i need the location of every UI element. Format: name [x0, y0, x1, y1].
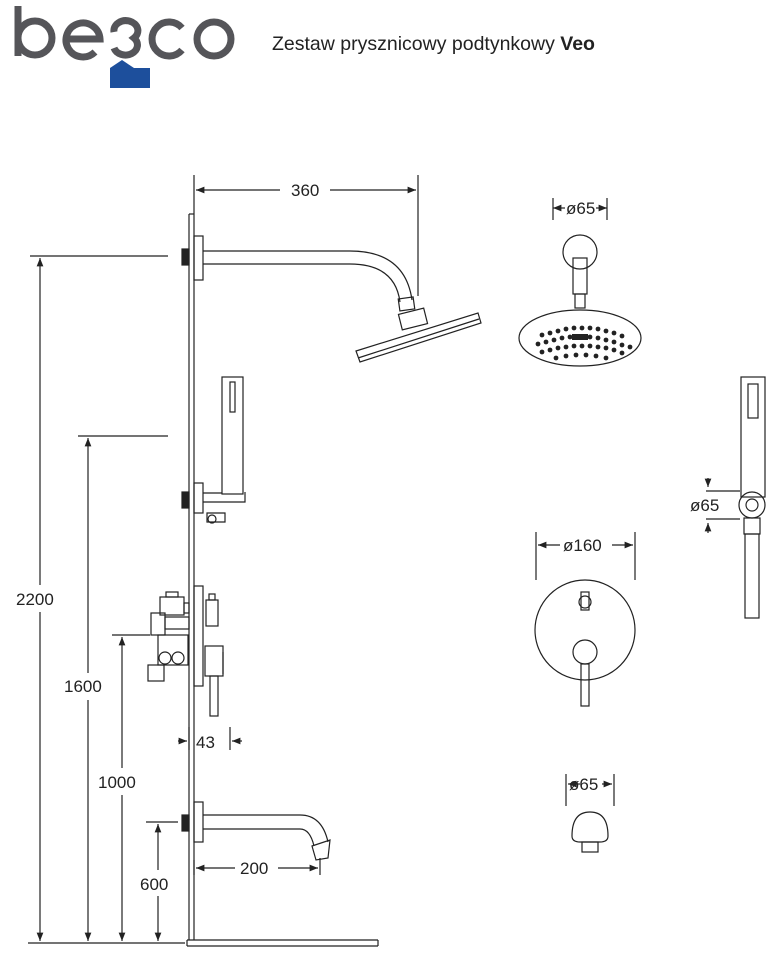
hand-shower-front-view — [704, 376, 766, 619]
concealed-mixer-body — [147, 585, 224, 717]
spray-nozzles — [535, 325, 633, 361]
shower-arm — [181, 235, 482, 363]
dimension-labels: 360 ø65 2200 1600 1000 600 43 200 ø160 ø… — [0, 178, 719, 894]
dim-mixer-plate-diameter: ø160 — [563, 536, 602, 555]
dimension-lines — [36, 186, 416, 941]
dim-spout-height: 600 — [140, 875, 168, 894]
besco-logo — [14, 6, 235, 88]
dim-mixer-depth: 43 — [196, 733, 215, 752]
rain-head-front-view — [518, 198, 642, 367]
hand-shower-holder — [181, 376, 246, 524]
dim-total-height: 2200 — [16, 590, 54, 609]
dim-mixer-height: 1000 — [98, 773, 136, 792]
reference-lines — [28, 175, 419, 944]
dim-arm-length: 360 — [291, 181, 319, 200]
dim-hand-holder-diameter: ø65 — [690, 496, 719, 515]
product-line-label: Zestaw prysznicowy podtynkowy — [272, 33, 555, 55]
product-model-label: Veo — [560, 33, 595, 55]
dim-showerhead-flange: ø65 — [566, 199, 595, 218]
wall-section — [186, 213, 379, 947]
mixer-plate-front-view — [534, 532, 636, 707]
page-title: Zestaw prysznicowy podtynkowy Veo — [272, 33, 595, 56]
spout-front-view — [565, 774, 615, 853]
bath-spout — [181, 801, 331, 861]
dim-spout-length: 200 — [240, 859, 268, 878]
dim-hand-holder-height: 1600 — [64, 677, 102, 696]
dim-spout-flange-diameter: ø65 — [569, 775, 598, 794]
